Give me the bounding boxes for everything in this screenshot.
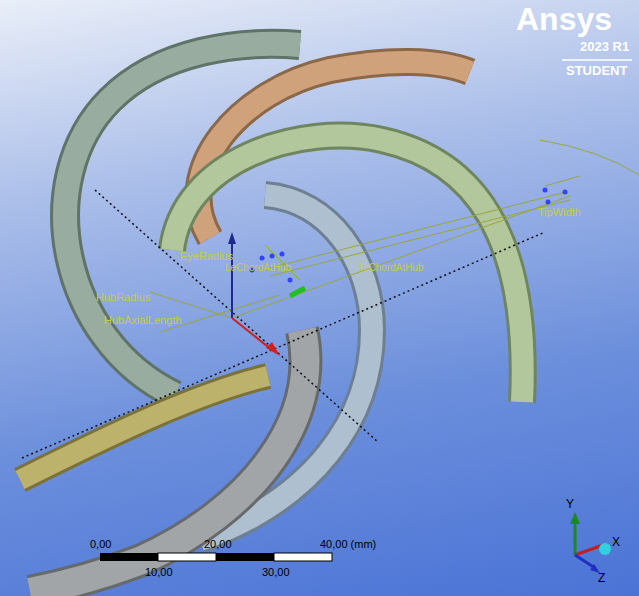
version-text: 2023 R1 [580, 40, 629, 54]
dimension-label: TipWidth [538, 206, 581, 218]
sketch-points [250, 188, 568, 283]
axis-lines [22, 190, 545, 458]
logo-rule [562, 59, 632, 61]
dimensions [150, 140, 639, 332]
scale-bar [100, 553, 332, 561]
logo-text: Ansys [516, 2, 612, 37]
dimension-label: TeChordAtHub [358, 262, 424, 273]
axis-triad [570, 512, 611, 573]
dimension-label: LeChordAtHub [225, 262, 291, 273]
scale-value: 40,00 (mm) [320, 538, 376, 550]
axis-label: X [612, 536, 620, 549]
scale-value: 20,00 [204, 538, 232, 550]
scale-value: 10,00 [145, 566, 173, 578]
dimension-label: EyeRadius [180, 250, 233, 262]
license-text: STUDENT [566, 64, 627, 78]
scale-value: 0,00 [90, 538, 111, 550]
dimension-label: HubRadius [96, 291, 150, 303]
scale-value: 30,00 [262, 566, 290, 578]
axis-label: Y [566, 498, 574, 511]
origin-triad [228, 232, 305, 356]
dimension-label: HubAxialLength [104, 314, 182, 326]
axis-label: Z [598, 572, 605, 585]
blades [20, 44, 523, 592]
